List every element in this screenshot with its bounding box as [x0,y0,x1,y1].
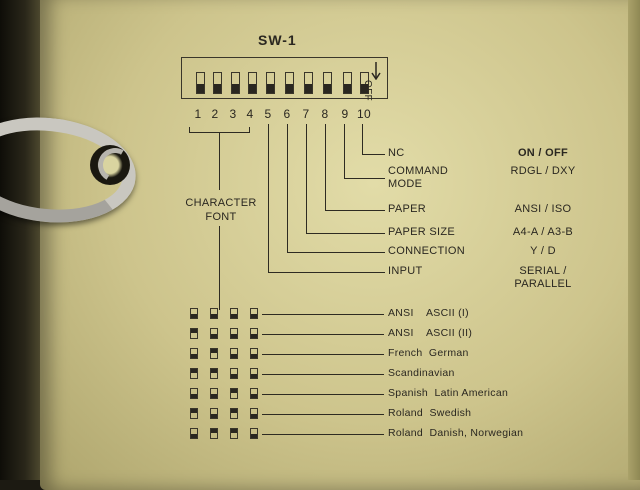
switch-number: 7 [302,107,310,121]
font-leader-line [262,394,384,396]
page-edge [628,0,640,480]
leader-line [344,124,346,178]
font-switch-state [230,368,238,379]
dip-switch-10 [360,72,369,94]
font-switch-state [190,308,198,319]
setting-name: INPUT [388,265,423,277]
font-switch-state [190,348,198,359]
font-option-label: ANSI ASCII (II) [388,327,473,339]
setting-value: ON / OFF [517,147,569,159]
dip-switch-4 [248,72,257,94]
manual-page [40,0,640,490]
character-font-label: CHARACTER FONT [185,197,257,223]
font-switch-state [190,408,198,419]
font-switch-state [210,408,218,419]
setting-value: A4-A / A3-B [512,226,574,238]
font-switch-state [210,428,218,439]
setting-value: ANSI / ISO [514,203,572,215]
off-label: OFF [362,80,373,101]
switch-number: 4 [246,107,254,121]
leader-line [287,124,289,252]
dip-switch-1 [196,72,205,94]
font-option-label: Scandinavian [388,367,455,379]
binder-spine [0,0,46,480]
setting-name: PAPER SIZE [388,226,455,238]
setting-name: PAPER [388,203,426,215]
leader-line [306,233,385,235]
switch-number: 10 [357,107,371,121]
switch-title: SW-1 [258,32,297,48]
font-switch-state [210,308,218,319]
font-leader-line [262,354,384,356]
font-switch-state [230,388,238,399]
font-switch-state [210,328,218,339]
leader-line [362,154,385,156]
dip-switch-2 [213,72,222,94]
font-switch-state [230,308,238,319]
setting-name: NC [388,147,405,159]
dip-switch-8 [323,72,332,94]
font-switch-state [250,308,258,319]
setting-name: CONNECTION [388,245,465,257]
leader-line [306,124,308,233]
font-option-label: Roland Danish, Norwegian [388,427,524,439]
font-switch-state [250,388,258,399]
switch-number: 3 [229,107,237,121]
font-option-label: Spanish Latin American [388,387,509,399]
switch-number: 1 [194,107,202,121]
switch-number: 9 [341,107,349,121]
font-switch-state [210,368,218,379]
dip-switch-9 [343,72,352,94]
setting-value: RDGL / DXY [510,165,576,177]
dip-switch-6 [285,72,294,94]
setting-value: SERIAL /PARALLEL [514,265,572,290]
dip-switch-7 [304,72,313,94]
font-leader-line [262,434,384,436]
font-option-label: French German [388,347,469,359]
font-switch-state [190,428,198,439]
leader-line [362,124,364,154]
font-switch-state [250,368,258,379]
font-switch-state [230,428,238,439]
font-switch-state [190,328,198,339]
punch-hole [90,145,130,185]
font-switch-state [190,388,198,399]
leader-line [344,178,385,180]
font-leader-line [262,374,384,376]
font-switch-state [230,408,238,419]
font-switch-state [250,328,258,339]
leader-line [325,124,327,210]
leader-line [268,272,385,274]
font-switch-state [210,388,218,399]
font-leader-line [262,334,384,336]
font-option-label: ANSI ASCII (I) [388,307,469,319]
dip-switch-diagram [181,57,388,99]
leader-line [268,124,270,272]
switch-number: 8 [321,107,329,121]
dip-switch-3 [231,72,240,94]
off-arrow-icon [371,62,381,81]
font-switch-state [250,428,258,439]
font-option-label: Roland Swedish [388,407,472,419]
font-switch-state [250,408,258,419]
font-leader-line [262,314,384,316]
dip-switch-5 [266,72,275,94]
font-switch-state [210,348,218,359]
leader-line [287,252,385,254]
switch-number: 2 [211,107,219,121]
switch-number: 6 [283,107,291,121]
font-switch-state [230,328,238,339]
setting-value: Y / D [530,245,556,257]
font-switch-state [230,348,238,359]
font-leader-line [262,414,384,416]
font-switch-state [250,348,258,359]
font-switch-state [190,368,198,379]
leader-line [325,210,385,212]
switch-number: 5 [264,107,272,121]
